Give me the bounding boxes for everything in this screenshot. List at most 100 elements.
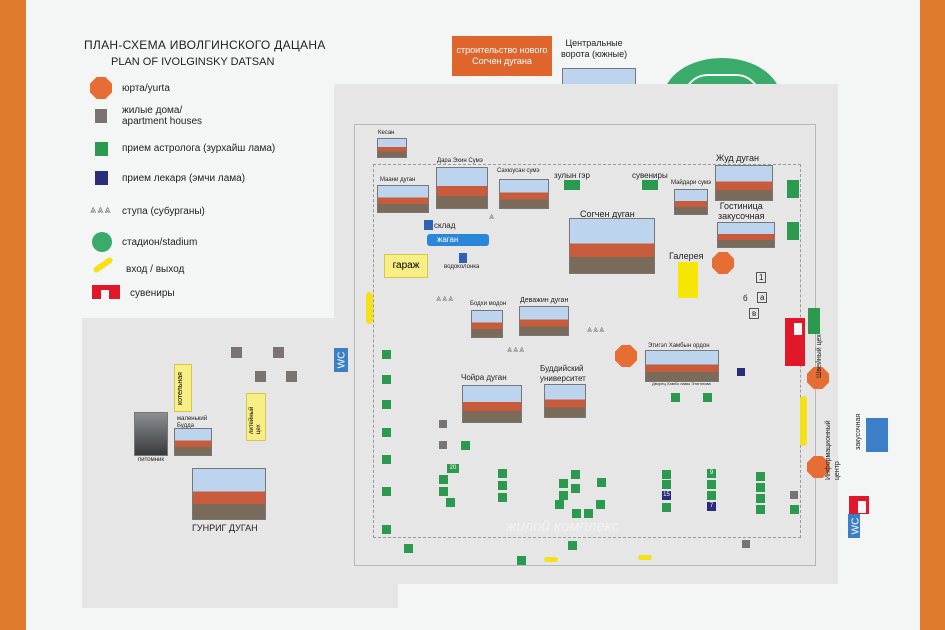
house-marker [439,420,447,428]
apartment-house [286,371,297,382]
gunrig-photo [192,468,266,520]
legend-doctor: прием лекаря (эмчи лама) [122,173,246,184]
astrologer-marker-20: 20 [447,464,459,473]
sogchen-photo [569,218,655,274]
bodi-label: Бодхи модон [470,301,507,307]
university-label: Буддийский университет [540,364,586,383]
astrologer-square-icon [95,142,108,156]
marker-v: в [749,308,760,319]
title-ru: ПЛАН-СХЕМА ИВОЛГИНСКОГО ДАЦАНА [84,38,326,52]
house-marker [742,540,750,548]
astrologer-marker [555,500,564,509]
astrologer-marker [382,428,391,437]
astrologer-marker [382,525,391,534]
souvenir-label: сувениры [632,171,668,180]
maidari-label: Майдари сумэ [671,180,712,186]
marker-a: а [757,292,768,303]
zulyn-label: зулын гэр [554,171,590,180]
yurt-octagon-icon [90,77,112,99]
astrologer-marker [790,505,799,514]
souvenir-shop-east-2[interactable] [849,496,869,514]
hotel-label: Гостиница закусочная [718,201,765,221]
yurt-east-2 [807,456,829,478]
stadium-circle-icon [92,232,112,252]
south-gate-1[interactable] [544,557,558,562]
devazhin-label: Деважин дуган [520,297,569,304]
zulyn-square [564,180,580,190]
maani-label: Маани дуган [380,177,416,183]
stupa-icon: ⩓⩓⩓ [436,293,455,303]
sogchen-label: Согчен дуган [580,209,635,219]
choira-photo [462,385,522,423]
yurt-center [615,345,637,367]
house-marker [790,491,798,499]
legend-stadium: стадион/stadium [122,237,198,248]
kesan-label: Кесан [378,130,395,136]
residential-label: жилой комплекс [506,518,620,535]
west-gate[interactable] [366,292,373,324]
south-gate-2[interactable] [638,555,652,560]
astrologer-marker [568,541,577,550]
doctor-marker-15: 15 [662,491,671,500]
map-board: ПЛАН-СХЕМА ИВОЛГИНСКОГО ДАЦАНА PLAN OF I… [26,0,920,630]
water-label: водоколонка [444,264,480,270]
east-green-2 [787,222,799,240]
hotel-photo [717,222,775,248]
astrologer-marker [382,375,391,384]
sewing-label: Швейный цех [816,334,823,378]
yurt-east-1 [807,367,829,389]
east-gate[interactable] [800,396,807,446]
construction-note: строительство нового Согчен дугана [452,36,552,76]
astrologer-marker [404,544,413,553]
astrologer-marker [756,494,765,503]
gunrig-label: ГУНРИГ ДУГАН [192,523,258,533]
main-gate-label: Центральные ворота (южные) [561,38,628,59]
kesan-photo [377,138,407,158]
gallery-block [678,262,698,298]
doctor-square-icon [95,171,108,185]
astrologer-marker [571,470,580,479]
souvenir-shop-east[interactable] [785,318,805,366]
souvenir-square [642,180,658,190]
marker-b: б [743,294,748,303]
stupa-icon: ⩓⩓⩓ [587,324,606,334]
legend-houses: жилые дома/ apartment houses [122,105,203,127]
stupa-icon: ⩓ [489,211,496,221]
maani-photo [377,185,429,213]
astrologer-marker [671,393,680,402]
astrologer-marker [439,475,448,484]
small-buddha-label: маленький Будда [177,416,208,429]
stupa-icon: ⩓⩓⩓ [507,344,526,354]
east-green-3 [808,308,820,334]
etigel-label: Этигэл Хамбын ордон [648,343,710,349]
gallery-label: Галерея [669,251,704,261]
water-marker [459,253,467,263]
astrologer-marker [498,493,507,502]
legend-astrologer: прием астролога (зурхайш лама) [122,143,276,154]
astrologer-marker [382,455,391,464]
astrologer-marker [703,393,712,402]
maidari-photo [674,189,708,215]
astrologer-marker [756,505,765,514]
astrologer-marker [382,487,391,496]
souvenir-icon [92,285,120,302]
yurt-gallery [712,252,734,274]
devazhin-photo [519,306,569,336]
astrologer-marker [756,472,765,481]
stupa-icon: ⩓⩓⩓ [90,204,112,216]
university-photo [544,384,586,418]
astrologer-marker [662,470,671,479]
dara-photo [436,167,488,209]
legend-stupa: ступа (субурганы) [122,206,205,217]
astrologer-marker-9: 9 [707,469,716,478]
nursery-label: питомник [138,457,165,463]
legend-yurt: юрта/yurta [122,83,170,94]
astrologer-marker [498,481,507,490]
saahyusan-label: Сахюусан сумэ [497,168,540,174]
wc-west[interactable]: WC [334,348,348,372]
choira-label: Чойра дуган [461,373,507,382]
marker-1: 1 [756,272,767,283]
compound-border [354,124,816,566]
bodi-photo [471,310,503,338]
wc-east[interactable]: WC [848,514,861,538]
